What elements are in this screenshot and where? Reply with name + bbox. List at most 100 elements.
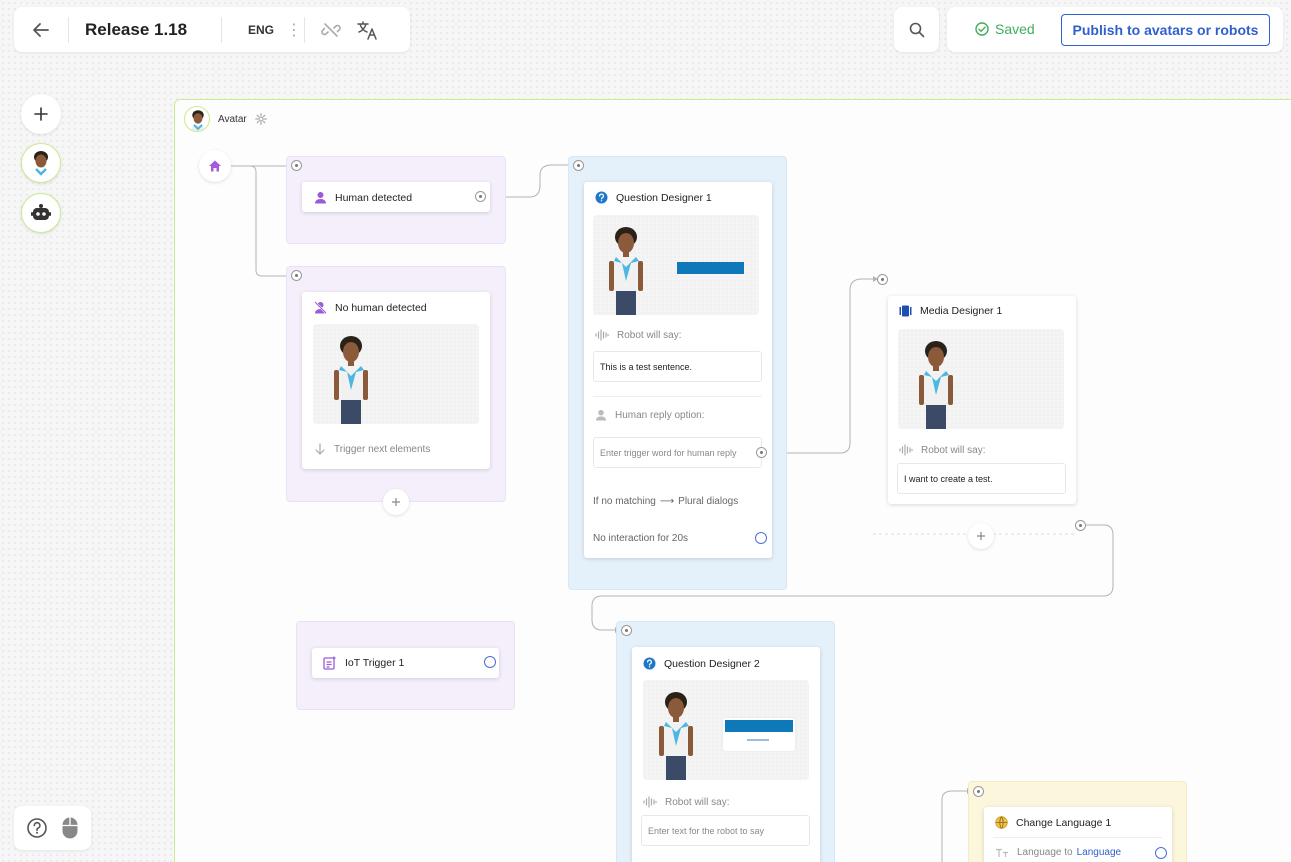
avatar-icon [25, 147, 57, 179]
no-human-detected-node[interactable]: No human detected Trigger next elements [302, 292, 490, 469]
input-port[interactable] [621, 625, 632, 636]
avatar-thumbnail [184, 106, 210, 132]
divider [221, 16, 222, 43]
robot-say-label: Robot will say: [617, 329, 682, 341]
robot-icon [31, 204, 51, 220]
language-row: Language to Language [995, 847, 1121, 858]
node-title: Question Designer 2 [664, 657, 760, 670]
divider [993, 837, 1162, 838]
output-port[interactable] [475, 191, 486, 202]
input-port[interactable] [877, 274, 888, 285]
save-bar: Saved Publish to avatars or robots [947, 7, 1283, 52]
output-port[interactable] [484, 656, 496, 668]
node-title: Change Language 1 [1016, 816, 1112, 829]
node-title: No human detected [335, 301, 427, 314]
text-size-icon [996, 848, 1008, 857]
add-node-button[interactable] [383, 489, 409, 515]
globe-icon [995, 816, 1008, 829]
divider [304, 16, 306, 43]
search-icon [909, 22, 924, 37]
arrow-down-icon [315, 443, 325, 455]
mouse-icon[interactable] [61, 816, 79, 840]
voice-icon [595, 329, 609, 341]
no-match-target[interactable]: Plural dialogs [678, 496, 739, 507]
media-icon [899, 305, 912, 317]
output-port[interactable] [1155, 847, 1167, 859]
plus-icon [392, 498, 400, 506]
divider [68, 16, 69, 43]
output-port[interactable] [1075, 520, 1086, 531]
robot-text-input[interactable]: Enter text for the robot to say [641, 815, 810, 846]
media-designer-1-node[interactable]: Media Designer 1 Robot will say: I want … [888, 296, 1076, 504]
human-detected-node[interactable]: Human detected [302, 182, 490, 212]
robot-text-field[interactable]: I want to create a test. [897, 463, 1066, 494]
human-reply-row: Human reply option: [595, 409, 705, 421]
screen-options-preview [723, 718, 795, 751]
start-node[interactable] [199, 150, 231, 182]
avatar-preview [898, 329, 1064, 429]
more-options-icon[interactable]: ⋮ [286, 21, 303, 39]
add-button[interactable] [21, 94, 61, 134]
node-title: IoT Trigger 1 [345, 657, 405, 669]
avatar-figure [659, 692, 693, 780]
change-language-node[interactable]: Change Language 1 Language to Language [984, 807, 1172, 862]
input-port[interactable] [291, 160, 302, 171]
avatar-preview [643, 680, 809, 780]
robot-say-label: Robot will say: [665, 796, 730, 808]
person-icon [315, 192, 326, 204]
avatar-figure [334, 336, 368, 424]
output-port[interactable] [756, 447, 767, 458]
trigger-next-label: Trigger next elements [334, 443, 431, 455]
publish-button[interactable]: Publish to avatars or robots [1061, 14, 1270, 46]
screen-option-primary [725, 720, 793, 732]
human-reply-label: Human reply option: [615, 409, 705, 421]
saved-status: Saved [975, 21, 1035, 37]
avatar-preview [313, 324, 479, 424]
gear-icon[interactable] [254, 113, 267, 125]
person-off-icon [314, 301, 327, 314]
back-button[interactable] [14, 7, 68, 52]
question-icon [643, 657, 656, 670]
question-designer-1-node[interactable]: Question Designer 1 Robot will say: This… [584, 182, 772, 558]
avatar-header: Avatar [184, 106, 267, 132]
no-match-row: If no matching ⟶ Plural dialogs [593, 496, 738, 507]
top-toolbar: Release 1.18 ENG ⋮ [14, 7, 410, 52]
output-port[interactable] [755, 532, 767, 544]
help-icon[interactable] [26, 817, 48, 839]
check-circle-icon [975, 22, 989, 36]
robot-say-row: Robot will say: [643, 796, 729, 808]
avatar-toggle[interactable] [21, 143, 61, 183]
input-port[interactable] [291, 270, 302, 281]
language-label: Language to [1017, 847, 1073, 858]
robot-toggle[interactable] [21, 193, 61, 233]
avatar-figure [609, 227, 643, 315]
robot-say-label: Robot will say: [921, 444, 986, 456]
input-port[interactable] [973, 786, 984, 797]
person-icon [595, 409, 607, 421]
translate-icon[interactable] [349, 19, 385, 41]
language-link[interactable]: Language [1076, 847, 1122, 858]
add-node-button[interactable] [968, 523, 994, 549]
help-bar [14, 806, 91, 850]
trigger-next-row: Trigger next elements [314, 443, 430, 455]
divider [593, 396, 762, 397]
avatar-preview [593, 215, 759, 315]
link-off-icon[interactable] [313, 20, 349, 40]
project-title: Release 1.18 [85, 19, 188, 39]
question-icon [595, 191, 608, 204]
robot-say-row: Robot will say: [595, 329, 681, 341]
language-selector[interactable]: ENG [248, 22, 275, 37]
screen-option-secondary [747, 739, 769, 741]
input-port[interactable] [573, 160, 584, 171]
iot-trigger-node[interactable]: IoT Trigger 1 [312, 648, 499, 678]
question-designer-2-node[interactable]: Question Designer 2 Robot will say: Ente… [632, 647, 820, 862]
human-reply-input[interactable]: Enter trigger word for human reply [593, 437, 762, 468]
robot-text-field[interactable]: This is a test sentence. [593, 351, 762, 382]
saved-label: Saved [995, 21, 1035, 37]
robot-say-row: Robot will say: [899, 444, 985, 456]
voice-icon [899, 444, 913, 456]
arrow-left-icon [33, 22, 49, 37]
avatar-figure [919, 341, 953, 429]
search-button[interactable] [894, 7, 939, 52]
home-icon [209, 160, 221, 172]
